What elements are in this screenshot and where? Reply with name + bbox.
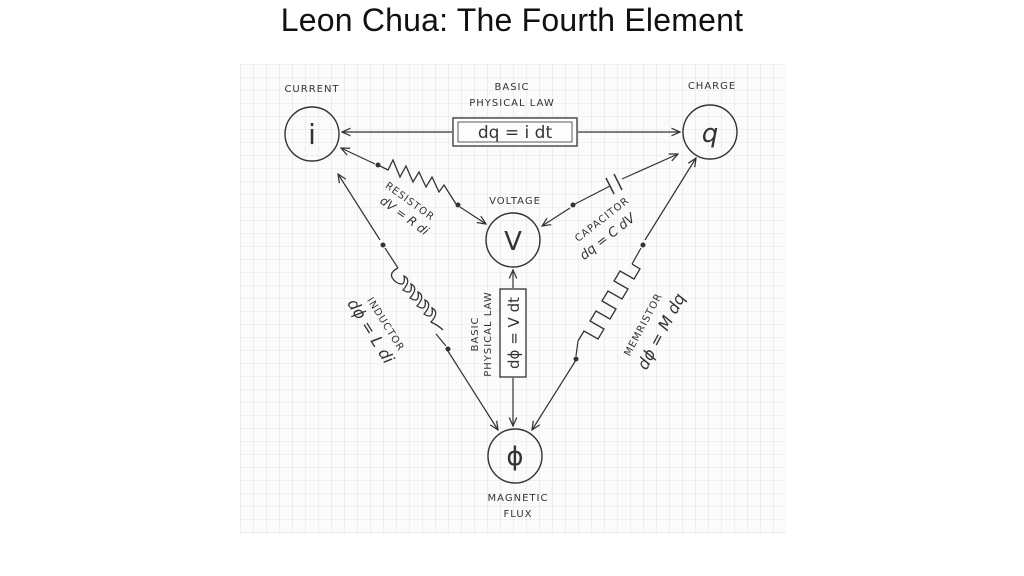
node-voltage-caption: VOLTAGE xyxy=(489,196,541,207)
node-current-caption: CURRENT xyxy=(284,84,339,95)
diagram-sketch: i CURRENT q CHARGE V VOLTAGE ϕ MAGNETIC … xyxy=(240,64,786,534)
node-flux-symbol: ϕ xyxy=(506,442,523,472)
node-charge-caption: CHARGE xyxy=(688,81,736,92)
node-flux-caption-line1: MAGNETIC xyxy=(488,493,549,504)
law-top-box xyxy=(452,117,578,147)
slide-title: Leon Chua: The Fourth Element xyxy=(280,2,744,38)
law-vertical-box xyxy=(499,288,527,378)
edge-current-flux xyxy=(338,174,498,430)
edge-charge-flux xyxy=(532,158,696,430)
node-flux-caption-line2: FLUX xyxy=(504,509,533,520)
law-top: dq = i dt BASIC PHYSICAL LAW xyxy=(342,82,680,147)
node-voltage: V VOLTAGE xyxy=(485,196,541,268)
law-top-equation: dq = i dt xyxy=(478,123,553,143)
law-vertical: dϕ = V dt BASIC PHYSICAL LAW xyxy=(470,270,527,426)
law-vertical-label-line1: BASIC xyxy=(470,317,481,352)
capacitor-plate-1 xyxy=(613,173,623,191)
node-voltage-symbol: V xyxy=(504,227,522,257)
inductor-coil xyxy=(390,267,444,331)
node-current-symbol: i xyxy=(308,118,316,151)
law-vertical-label-line2: PHYSICAL LAW xyxy=(483,291,494,377)
diagram-svg: i CURRENT q CHARGE V VOLTAGE ϕ MAGNETIC … xyxy=(240,64,786,534)
node-current: i CURRENT xyxy=(284,84,340,162)
resistor-symbol xyxy=(377,158,457,205)
law-top-label-line2: PHYSICAL LAW xyxy=(469,98,555,109)
node-charge-symbol: q xyxy=(702,119,719,149)
memristor-symbol xyxy=(577,263,641,342)
law-vertical-equation: dϕ = V dt xyxy=(505,297,523,369)
node-charge: q CHARGE xyxy=(682,81,738,160)
law-top-label-line1: BASIC xyxy=(495,82,530,93)
node-flux: ϕ MAGNETIC FLUX xyxy=(487,428,549,520)
